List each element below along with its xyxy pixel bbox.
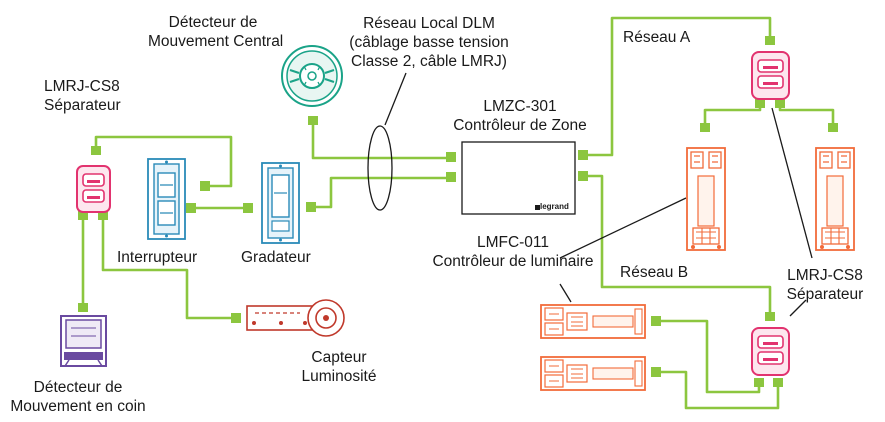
central-motion-detector <box>281 45 343 107</box>
fixture-controller-b1 <box>540 304 646 339</box>
connectors <box>78 36 838 387</box>
splitter-left <box>76 165 111 213</box>
zone-controller-box <box>461 141 576 215</box>
label-central-detector: Détecteur de Mouvement Central <box>148 14 284 50</box>
cable-a-fixture1 <box>703 100 762 129</box>
label-zone-controller: LMZC-301 Contrôleur de Zone <box>453 98 587 134</box>
dimmer-device <box>261 162 300 244</box>
dlm-bundle-ellipse <box>367 125 393 211</box>
cables <box>81 16 835 410</box>
callout-lines <box>367 72 813 317</box>
cable-b-ctrl1 <box>658 319 761 394</box>
splitter-network-b <box>751 327 790 376</box>
switch-device <box>147 158 186 240</box>
label-dimmer: Gradateur <box>241 249 311 266</box>
fixture-controller-a1 <box>686 147 726 251</box>
label-switch: Interrupteur <box>117 249 198 266</box>
label-network-a: Réseau A <box>623 29 691 46</box>
cable-splitter-lightsensor <box>101 212 237 320</box>
cable-dimmer <box>311 176 454 209</box>
fixture-controller-a2 <box>815 147 855 251</box>
splitter-network-a <box>751 51 790 100</box>
label-splitter-left: LMRJ-CS8 Séparateur <box>44 78 121 114</box>
label-network-b: Réseau B <box>620 264 689 281</box>
corner-motion-detector <box>60 315 107 367</box>
label-splitter-right: LMRJ-CS8 Séparateur <box>786 267 864 303</box>
zone-controller-brand-logo: legrand <box>540 202 569 211</box>
label-light-sensor: Capteur Luminosité <box>301 349 377 385</box>
cable-central-detector <box>311 122 454 160</box>
fixture-controller-b2 <box>540 356 646 391</box>
cable-b-ctrl2 <box>659 370 780 410</box>
label-fixture-controller: LMFC-011 Contrôleur de luminaire <box>432 234 594 270</box>
cable-a-fixture2 <box>778 100 835 129</box>
light-sensor-device <box>246 299 345 337</box>
label-corner-detector: Détecteur de Mouvement en coin <box>10 379 146 415</box>
label-dlm-network: Réseau Local DLM (câblage basse tension … <box>349 15 509 70</box>
cable-splitter-switch <box>94 135 233 188</box>
cable-network-a <box>581 16 772 157</box>
cable-network-b <box>581 174 772 320</box>
